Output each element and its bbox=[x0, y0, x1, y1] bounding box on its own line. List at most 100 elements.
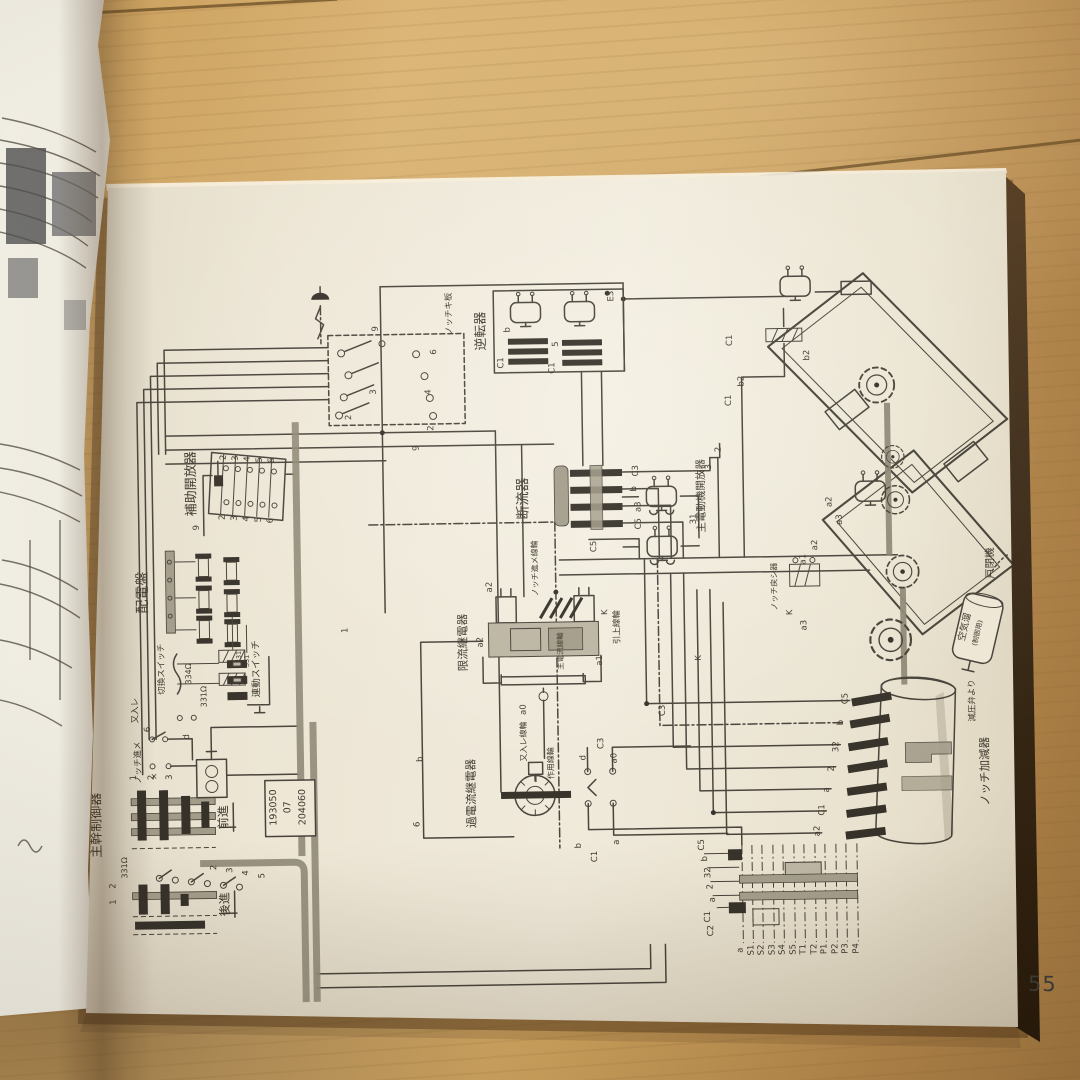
component-aux-release bbox=[207, 451, 287, 522]
diagram-label: 戸閉機 bbox=[983, 547, 997, 579]
diagram-label: 後進 bbox=[218, 892, 232, 916]
diagram-label: T2 bbox=[809, 944, 819, 956]
diagram-label: 減圧弁より bbox=[966, 679, 978, 722]
diagram-label: 204060 bbox=[297, 789, 309, 825]
diagram-label: S5 bbox=[788, 944, 798, 955]
diagram-label: 2 bbox=[705, 884, 715, 890]
diagram-label: × bbox=[150, 773, 160, 780]
diagram-label: 3 bbox=[225, 867, 235, 873]
diagram-label: P1 bbox=[819, 944, 829, 955]
diagram-label: a1 bbox=[595, 655, 605, 666]
diagram-label: 2 bbox=[219, 454, 229, 460]
diagram-label: 又入レ bbox=[130, 698, 140, 724]
diagram-label: C3 bbox=[658, 705, 668, 716]
diagram-label: a1 bbox=[798, 554, 808, 565]
diagram-label: P2 bbox=[830, 943, 840, 954]
diagram-label: a2 bbox=[813, 826, 823, 837]
diagram-label: b bbox=[836, 720, 846, 726]
diagram-label: C5 bbox=[634, 518, 644, 529]
diagram-labels: 補助開放器配電盤逆転器断流器主電動機開放器ノッチキ板切換スイッチ連動スイッチ主幹… bbox=[88, 291, 997, 956]
diagram-label: 4 bbox=[242, 516, 252, 522]
diagram-label: 9 bbox=[412, 445, 422, 451]
diagram-label: 1 bbox=[340, 628, 350, 634]
diagram-label: d bbox=[578, 755, 588, 761]
diagram-label: C1 bbox=[724, 395, 734, 406]
diagram-label: a bbox=[708, 897, 718, 902]
diagram-label: ノッチ進メ線輪 bbox=[529, 540, 540, 596]
wire-number-box bbox=[264, 779, 317, 838]
component-notch-governor bbox=[845, 676, 957, 845]
diagram-label: 32 bbox=[831, 741, 841, 752]
diagram-label: C3 bbox=[596, 738, 606, 749]
diagram-label: C3 bbox=[631, 465, 641, 476]
diagram-label: 1 bbox=[109, 899, 119, 905]
diagram-label: 32 bbox=[703, 867, 713, 878]
component-current-limit-relay bbox=[482, 586, 603, 702]
diagram-label: 2 bbox=[209, 865, 219, 871]
component-distribution-board bbox=[164, 550, 242, 648]
diagram-label: 2 bbox=[426, 425, 436, 431]
component-circuit-breaker bbox=[553, 464, 623, 530]
diagram-label: 07 bbox=[282, 801, 293, 813]
diagram-label: a3 bbox=[633, 501, 643, 512]
diagram-label: a2 bbox=[810, 540, 820, 551]
diagram-label: 6 bbox=[412, 821, 422, 827]
diagram-label: 3 bbox=[704, 464, 714, 470]
diagram-label: a2 bbox=[485, 582, 495, 593]
diagram-label: 5 bbox=[254, 517, 264, 523]
diagram-label: 193050 bbox=[268, 789, 280, 825]
diagram-label: 9 bbox=[192, 525, 202, 531]
diagram-label: P4 bbox=[851, 943, 861, 954]
diagram-label: a3 bbox=[799, 620, 809, 631]
diagram-label: 31 bbox=[689, 513, 699, 524]
component-terminal-strip bbox=[703, 843, 859, 944]
component-motor-release bbox=[645, 475, 679, 566]
diagram-label: a0 bbox=[609, 753, 619, 764]
diagram-label: a bbox=[735, 948, 745, 953]
diagram-label: 331 bbox=[243, 655, 251, 668]
diagram-label: ノッチ戻シ器 bbox=[768, 563, 779, 611]
diagram-label: 6 bbox=[267, 458, 277, 464]
diagram-label: 5 bbox=[551, 341, 561, 347]
diagram-label: 主電流線輪 bbox=[554, 632, 565, 670]
diagram-label: S1 bbox=[746, 945, 756, 956]
diagram-label: 引上線輪 bbox=[611, 610, 623, 645]
diagram-label: 6 bbox=[266, 518, 276, 524]
diagram-label: 前進 bbox=[215, 805, 230, 829]
diagram-label: E3 bbox=[606, 291, 616, 302]
diagram-label: 切換スイッチ bbox=[156, 644, 168, 695]
diagram-label: S3 bbox=[767, 944, 777, 955]
diagram-label: T1 bbox=[798, 944, 808, 956]
diagram-label: C2 bbox=[706, 925, 716, 936]
diagram-label: C5 bbox=[840, 693, 850, 704]
diagram-label: 配電盤 bbox=[135, 571, 152, 613]
diagram-label: S4 bbox=[777, 944, 787, 955]
diagram-label: 断流器 bbox=[515, 477, 532, 519]
diagram-label: 過電流継電器 bbox=[463, 758, 478, 828]
diagram-label: 3 bbox=[369, 389, 379, 395]
page-number: 55 bbox=[1027, 971, 1057, 997]
diagram-label: b bbox=[700, 856, 710, 862]
diagram-label: 3 bbox=[165, 774, 175, 780]
diagram-label: 5 bbox=[257, 873, 267, 879]
component-notch-plate bbox=[327, 332, 466, 427]
diagram-label: 331Ω bbox=[199, 686, 208, 708]
diagram-label: 334Ω bbox=[184, 663, 193, 685]
diagram-label: a bbox=[822, 787, 832, 792]
diagram-label: a2 bbox=[476, 637, 486, 648]
diagram-label: 5 bbox=[255, 457, 265, 463]
diagram-label: C1 bbox=[547, 362, 557, 373]
diagram-label: ノッチキ板 bbox=[443, 292, 455, 335]
diagram-label: 4 bbox=[243, 456, 253, 462]
component-k-resistor bbox=[765, 264, 872, 343]
diagram-label: a2 bbox=[824, 496, 834, 507]
diagram-label: 2 bbox=[714, 447, 724, 453]
diagram-label: C1 bbox=[817, 804, 827, 815]
component-master-controller bbox=[130, 714, 243, 936]
diagram-label: 9 bbox=[371, 326, 381, 332]
diagram-label: K bbox=[785, 609, 795, 615]
diagram-label: C1 bbox=[703, 911, 713, 922]
